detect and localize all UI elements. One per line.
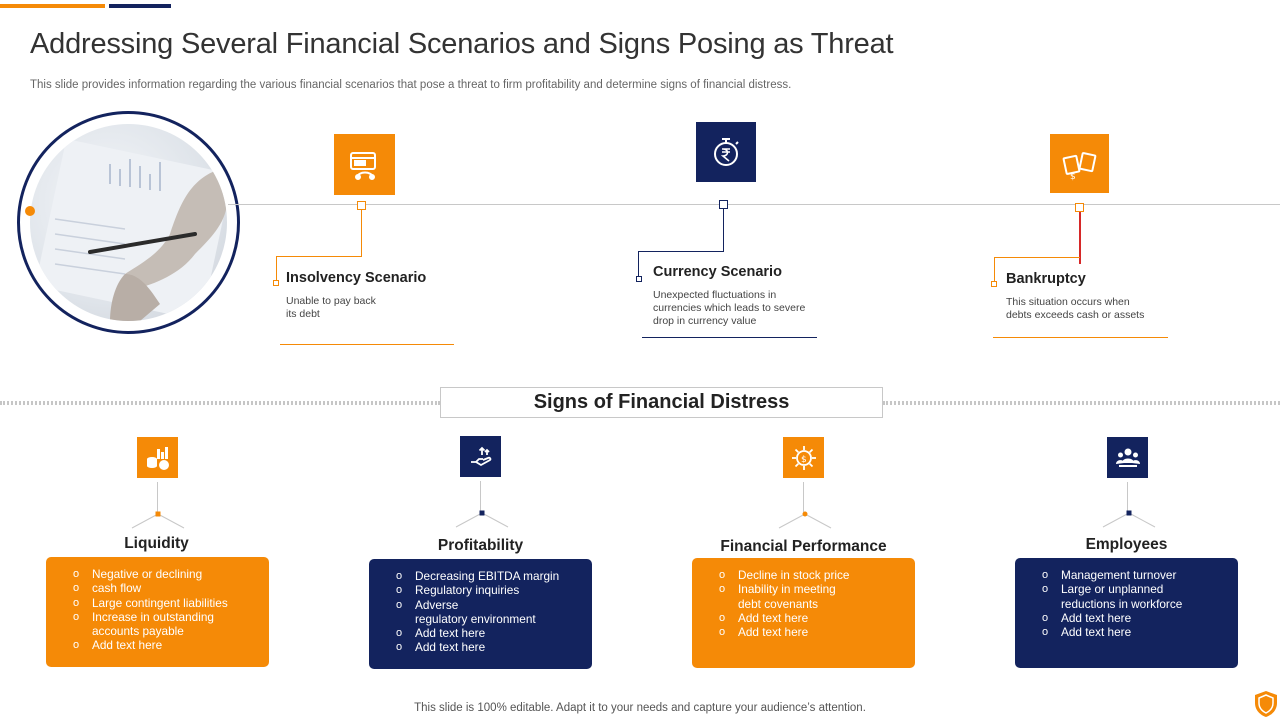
list-item: Large or unplanned — [1015, 582, 1238, 597]
bankruptcy-end-node — [991, 281, 997, 287]
liquidity-title: Liquidity — [124, 535, 189, 552]
list-item: Add text here — [1015, 611, 1238, 626]
signs-heading: Signs of Financial Distress — [440, 387, 883, 418]
bankruptcy-underline — [993, 337, 1168, 338]
currency-description: Unexpected fluctuations in currencies wh… — [653, 289, 806, 327]
currency-node — [719, 200, 728, 209]
bankruptcy-connector-v — [1079, 212, 1081, 264]
list-item: Decline in stock price — [692, 568, 915, 583]
list-item: regulatory environment — [415, 611, 536, 626]
insolvency-node — [357, 201, 366, 210]
employees-branch — [1102, 510, 1156, 528]
insolvency-description: Unable to pay back its debt — [286, 295, 376, 320]
profitability-card: Decreasing EBITDA margin Regulatory inqu… — [369, 559, 592, 669]
cash-bills-icon: $ — [1050, 134, 1109, 193]
scenario-timeline — [228, 204, 1280, 205]
list-item: accounts payable — [92, 624, 184, 639]
list-item: Inability in meeting — [692, 582, 915, 597]
shield-logo-icon — [1254, 690, 1278, 720]
list-item: Add text here — [1015, 625, 1238, 640]
dollar-gear-icon: $ — [783, 437, 824, 478]
photo-ring — [17, 111, 240, 334]
bankruptcy-title: Bankruptcy — [1006, 271, 1086, 287]
currency-underline — [642, 337, 817, 338]
insolvency-connector-drop — [276, 256, 277, 281]
list-item: Adverse — [369, 598, 592, 613]
svg-text:$: $ — [1070, 172, 1076, 182]
currency-end-node — [636, 276, 642, 282]
bankruptcy-connector-drop — [994, 257, 995, 282]
list-item: Decreasing EBITDA margin — [369, 569, 592, 584]
liquidity-branch — [131, 511, 185, 529]
top-accent-navy — [109, 4, 171, 8]
hand-growth-icon — [460, 436, 501, 477]
bankruptcy-description: This situation occurs when debts exceeds… — [1006, 296, 1145, 321]
divider-left — [0, 401, 440, 405]
employees-card: Management turnover Large or unplanned r… — [1015, 558, 1238, 668]
rupee-stopwatch-icon — [696, 122, 756, 182]
insolvency-title: Insolvency Scenario — [286, 270, 427, 286]
profitability-connector — [480, 481, 481, 511]
profitability-title: Profitability — [437, 537, 524, 554]
slide-subtitle: This slide provides information regardin… — [30, 79, 792, 91]
list-item: Add text here — [369, 640, 592, 655]
employees-title: Employees — [1085, 536, 1168, 553]
bankruptcy-connector-h — [994, 257, 1080, 258]
currency-connector-v — [723, 209, 724, 251]
bankruptcy-node — [1075, 203, 1084, 212]
financial-performance-branch — [778, 511, 832, 529]
list-item: cash flow — [46, 581, 269, 596]
currency-title: Currency Scenario — [653, 264, 782, 280]
divider-right — [883, 401, 1280, 405]
profitability-branch — [455, 510, 509, 528]
financial-performance-title: Financial Performance — [720, 538, 887, 555]
list-item: debt covenants — [738, 596, 819, 611]
financial-performance-card: Decline in stock price Inability in meet… — [692, 558, 915, 668]
list-item: Increase in outstanding — [46, 610, 269, 625]
top-accent-orange — [0, 4, 105, 8]
insolvency-end-node — [273, 280, 279, 286]
currency-connector-drop — [638, 251, 639, 276]
insolvency-underline — [280, 344, 454, 345]
employees-connector — [1127, 482, 1128, 512]
credit-card-icon — [334, 134, 395, 195]
financial-performance-connector — [803, 482, 804, 512]
svg-text:$: $ — [801, 455, 807, 465]
list-item: Regulatory inquiries — [369, 583, 592, 598]
list-item: Add text here — [692, 611, 915, 626]
list-item: Add text here — [692, 625, 915, 640]
finance-photo — [30, 124, 227, 321]
coins-chart-icon — [137, 437, 178, 478]
insolvency-connector-v — [361, 210, 362, 257]
list-item: Negative or declining — [46, 567, 269, 582]
list-item: Add text here — [369, 626, 592, 641]
list-item: Add text here — [46, 638, 269, 653]
photo-ring-dot — [25, 206, 35, 216]
liquidity-connector — [157, 482, 158, 512]
people-group-icon — [1107, 437, 1148, 478]
list-item: Large contingent liabilities — [46, 596, 269, 611]
list-item: Management turnover — [1015, 568, 1238, 583]
footer-note: This slide is 100% editable. Adapt it to… — [414, 702, 866, 714]
liquidity-card: Negative or declining cash flow Large co… — [46, 557, 269, 667]
currency-connector-h — [638, 251, 724, 252]
slide-title: Addressing Several Financial Scenarios a… — [30, 28, 894, 60]
list-item: reductions in workforce — [1061, 596, 1183, 611]
insolvency-connector-h — [276, 256, 362, 257]
